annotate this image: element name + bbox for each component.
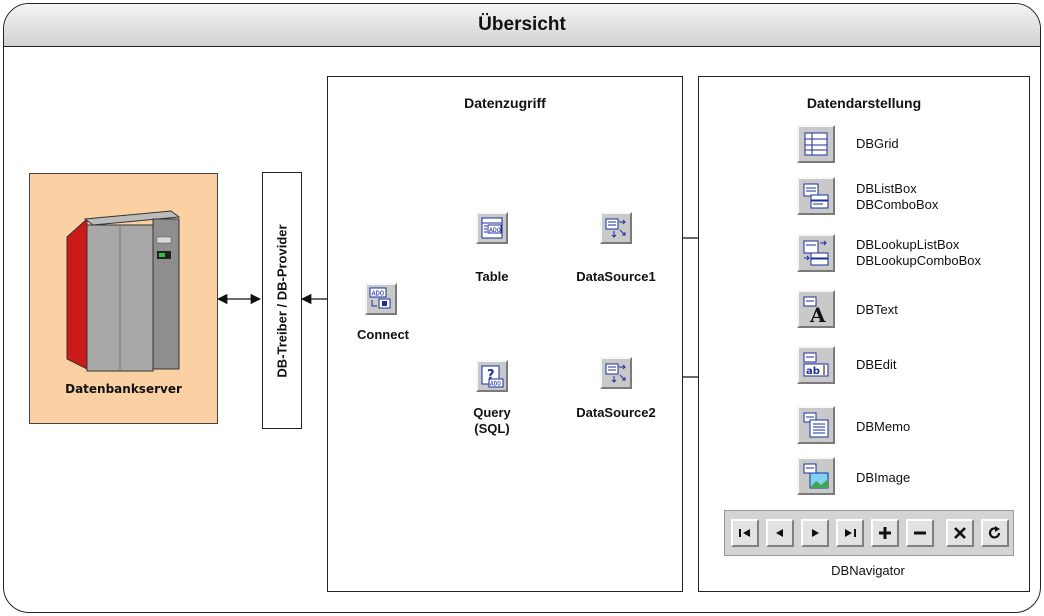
server-cabinet-icon bbox=[66, 210, 181, 372]
insert-icon[interactable] bbox=[871, 519, 899, 547]
page-title: Übersicht bbox=[478, 14, 566, 35]
refresh-icon[interactable] bbox=[981, 519, 1009, 547]
dbmemo-icon[interactable] bbox=[797, 406, 835, 444]
datasource1-label: DataSource1 bbox=[576, 269, 656, 284]
dblistbox-label: DBListBox DBComboBox bbox=[856, 181, 939, 212]
dbnavigator-toolbar bbox=[724, 510, 1014, 556]
dbimage-label: DBImage bbox=[856, 470, 911, 485]
dbedit-label: DBEdit bbox=[856, 357, 897, 372]
dbnavigator-label: DBNavigator bbox=[831, 563, 905, 578]
svg-text:?: ? bbox=[487, 368, 495, 383]
server-label: Datenbankserver bbox=[65, 382, 182, 396]
datasource2-component-icon[interactable] bbox=[600, 357, 632, 389]
cancel-icon[interactable] bbox=[946, 519, 974, 547]
dbgrid-icon[interactable] bbox=[797, 125, 835, 163]
data-display-title: Datendarstellung bbox=[806, 95, 922, 111]
connect-label: Connect bbox=[357, 327, 409, 342]
table-label: Table bbox=[475, 269, 509, 284]
title-bar: Übersicht bbox=[4, 4, 1040, 47]
data-access-panel: Datenzugriff bbox=[327, 76, 683, 592]
query-label-line2: (SQL) bbox=[474, 421, 510, 436]
svg-text:ADO: ADO bbox=[489, 226, 501, 234]
dbtext-icon[interactable]: A bbox=[797, 290, 835, 328]
dbimage-icon[interactable] bbox=[797, 457, 835, 495]
prior-icon[interactable] bbox=[766, 519, 794, 547]
dblookup-icon[interactable] bbox=[797, 234, 835, 272]
delete-icon[interactable] bbox=[906, 519, 934, 547]
dblistbox-icon[interactable] bbox=[797, 177, 835, 215]
first-icon[interactable] bbox=[731, 519, 759, 547]
last-icon[interactable] bbox=[836, 519, 864, 547]
svg-text:ADO: ADO bbox=[372, 290, 385, 298]
dbmemo-label: DBMemo bbox=[856, 419, 911, 434]
database-server-box: Datenbankserver bbox=[29, 173, 218, 424]
svg-text:ADO: ADO bbox=[490, 381, 501, 388]
svg-text:A: A bbox=[809, 303, 826, 324]
datasource1-component-icon[interactable] bbox=[600, 212, 632, 244]
query-label-line1: Query bbox=[473, 405, 511, 420]
connect-component-icon[interactable]: ADO bbox=[365, 283, 397, 315]
table-component-icon[interactable]: ADO bbox=[476, 212, 508, 244]
datasource2-label: DataSource2 bbox=[576, 405, 656, 420]
query-label: Query (SQL) bbox=[460, 405, 524, 437]
driver-box: DB-Treiber / DB-Provider bbox=[262, 172, 302, 429]
dblookup-label: DBLookupListBox DBLookupComboBox bbox=[856, 237, 982, 268]
dbedit-icon[interactable]: ab bbox=[797, 346, 835, 384]
svg-text:ab: ab bbox=[806, 366, 820, 377]
next-icon[interactable] bbox=[801, 519, 829, 547]
dbgrid-label: DBGrid bbox=[856, 136, 899, 151]
driver-label: DB-Treiber / DB-Provider bbox=[274, 223, 290, 378]
query-component-icon[interactable]: ?ADO bbox=[476, 360, 508, 392]
dbtext-label: DBText bbox=[856, 302, 898, 317]
data-access-title: Datenzugriff bbox=[464, 95, 546, 111]
data-display-panel: Datendarstellung bbox=[698, 76, 1030, 592]
